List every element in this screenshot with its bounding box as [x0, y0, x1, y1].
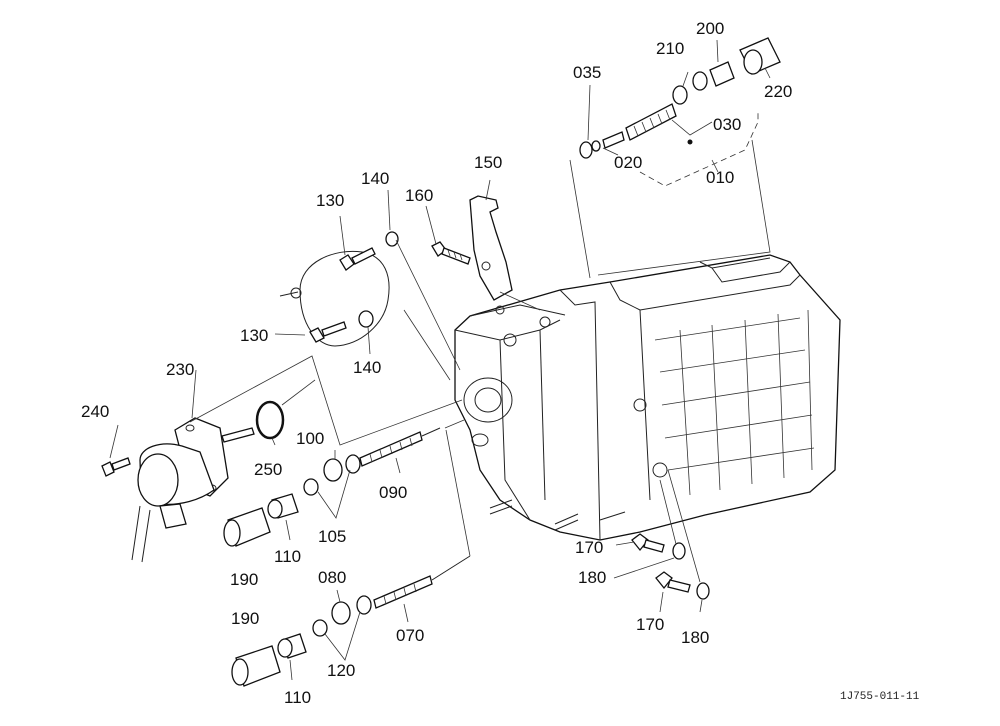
bolt-washer-set	[613, 469, 710, 613]
label-220: 220	[764, 82, 792, 101]
label-140-lower: 140	[353, 358, 381, 377]
label-140-upper: 140	[361, 169, 389, 188]
label-230: 230	[166, 360, 194, 379]
housing	[454, 254, 841, 541]
label-035: 035	[573, 63, 601, 82]
label-170-lower: 170	[636, 615, 664, 634]
shaft-assembly-lower	[231, 429, 471, 687]
bracket-assembly	[425, 179, 541, 311]
solenoid-assembly	[101, 355, 463, 563]
label-250: 250	[254, 460, 282, 479]
label-240: 240	[81, 402, 109, 421]
label-130-lower: 130	[240, 326, 268, 345]
label-170-upper: 170	[575, 538, 603, 557]
label-030: 030	[713, 115, 741, 134]
label-160: 160	[405, 186, 433, 205]
shaft-assembly-upper	[223, 419, 465, 547]
drawing-code: 1J755-011-11	[840, 691, 920, 703]
label-020: 020	[614, 153, 642, 172]
label-120: 120	[327, 661, 355, 680]
label-190-upper: 190	[230, 570, 258, 589]
label-070: 070	[396, 626, 424, 645]
label-100: 100	[296, 429, 324, 448]
label-110-lower: 110	[284, 688, 311, 707]
label-190-lower: 190	[231, 609, 259, 628]
label-200: 200	[696, 19, 724, 38]
label-180-lower: 180	[681, 628, 709, 647]
governor-spring-assembly	[569, 37, 781, 279]
label-110-upper: 110	[274, 547, 301, 566]
label-210: 210	[656, 39, 684, 58]
label-105: 105	[318, 527, 346, 546]
label-080: 080	[318, 568, 346, 587]
callout-labels: 035 200 210 220 030 020 010 150 160 140 …	[81, 19, 920, 707]
label-150: 150	[474, 153, 502, 172]
label-130-upper: 130	[316, 191, 344, 210]
label-180-upper: 180	[578, 568, 606, 587]
cover-assembly	[274, 189, 461, 381]
label-090: 090	[379, 483, 407, 502]
label-010: 010	[706, 168, 734, 187]
